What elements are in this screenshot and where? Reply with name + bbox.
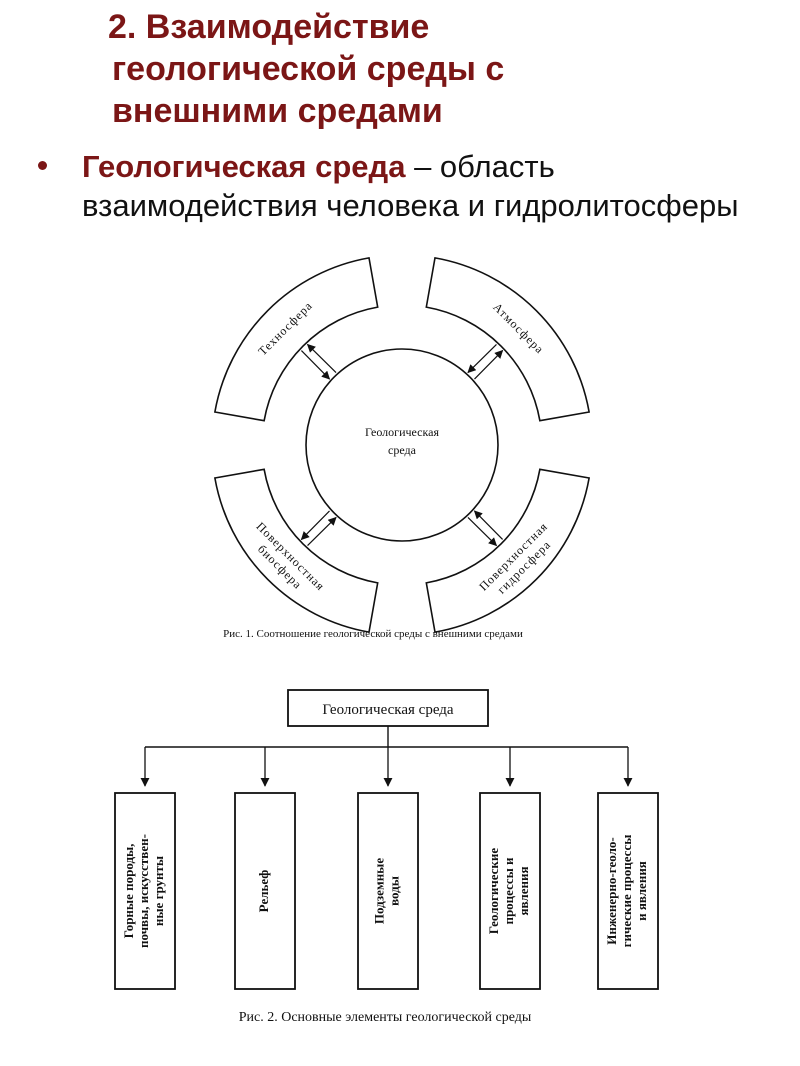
element-label: явления [516,867,531,916]
slide-title: 2. Взаимодействие геологической среды с … [108,6,728,132]
element-label: процессы и [501,857,516,925]
slide-title-line: внешними средами [112,92,443,130]
figure-2-caption: Рис. 2. Основные элементы геологической … [239,1010,532,1025]
element-box [357,792,419,990]
element-box [114,792,176,990]
link-arrow [300,350,331,380]
element-box [597,792,659,990]
definition-text: Геологическая среда – область взаимодейс… [82,147,742,225]
element-label: Рельеф [256,870,271,913]
element-label: и явления [634,861,649,921]
central-circle [305,348,499,542]
bullet-dot-icon [38,161,47,170]
central-label: Геологическая [365,425,439,439]
slide-title-line: 2. Взаимодействие [108,8,430,46]
slide-title-line: геологической среды с [112,50,505,88]
sector-outline [425,256,591,422]
link-arrow [467,343,497,374]
element-label: почвы, искусствен- [136,834,151,948]
link-arrow [467,517,498,547]
link-arrow [307,516,337,547]
element-label: ные грунты [151,856,166,926]
sector-outline [213,256,379,422]
element-box [234,792,296,990]
link-arrow [473,510,504,540]
element-label: Подземные [371,858,386,924]
link-arrow [306,343,337,373]
link-arrow [474,349,504,380]
element-label: гические процессы [619,835,634,948]
element-label: Инженерно-геоло- [604,837,619,944]
element-label: Геологические [486,848,501,935]
central-label: среда [388,443,417,457]
element-label: воды [386,876,401,906]
sector-outline [425,468,591,634]
definition-body: – область взаимодействия человека и гидр… [82,149,739,223]
sector-label: Атмосфера [490,300,547,357]
sector-outline [213,468,379,634]
definition-term: Геологическая среда [82,149,406,184]
sector-label: Техносфера [255,298,315,358]
root-label: Геологическая среда [322,702,454,718]
link-arrow [300,510,330,541]
figure-1-caption: Рис. 1. Соотношение геологической среды … [223,628,523,640]
element-label: Горные породы, [121,844,136,939]
element-box [479,792,541,990]
